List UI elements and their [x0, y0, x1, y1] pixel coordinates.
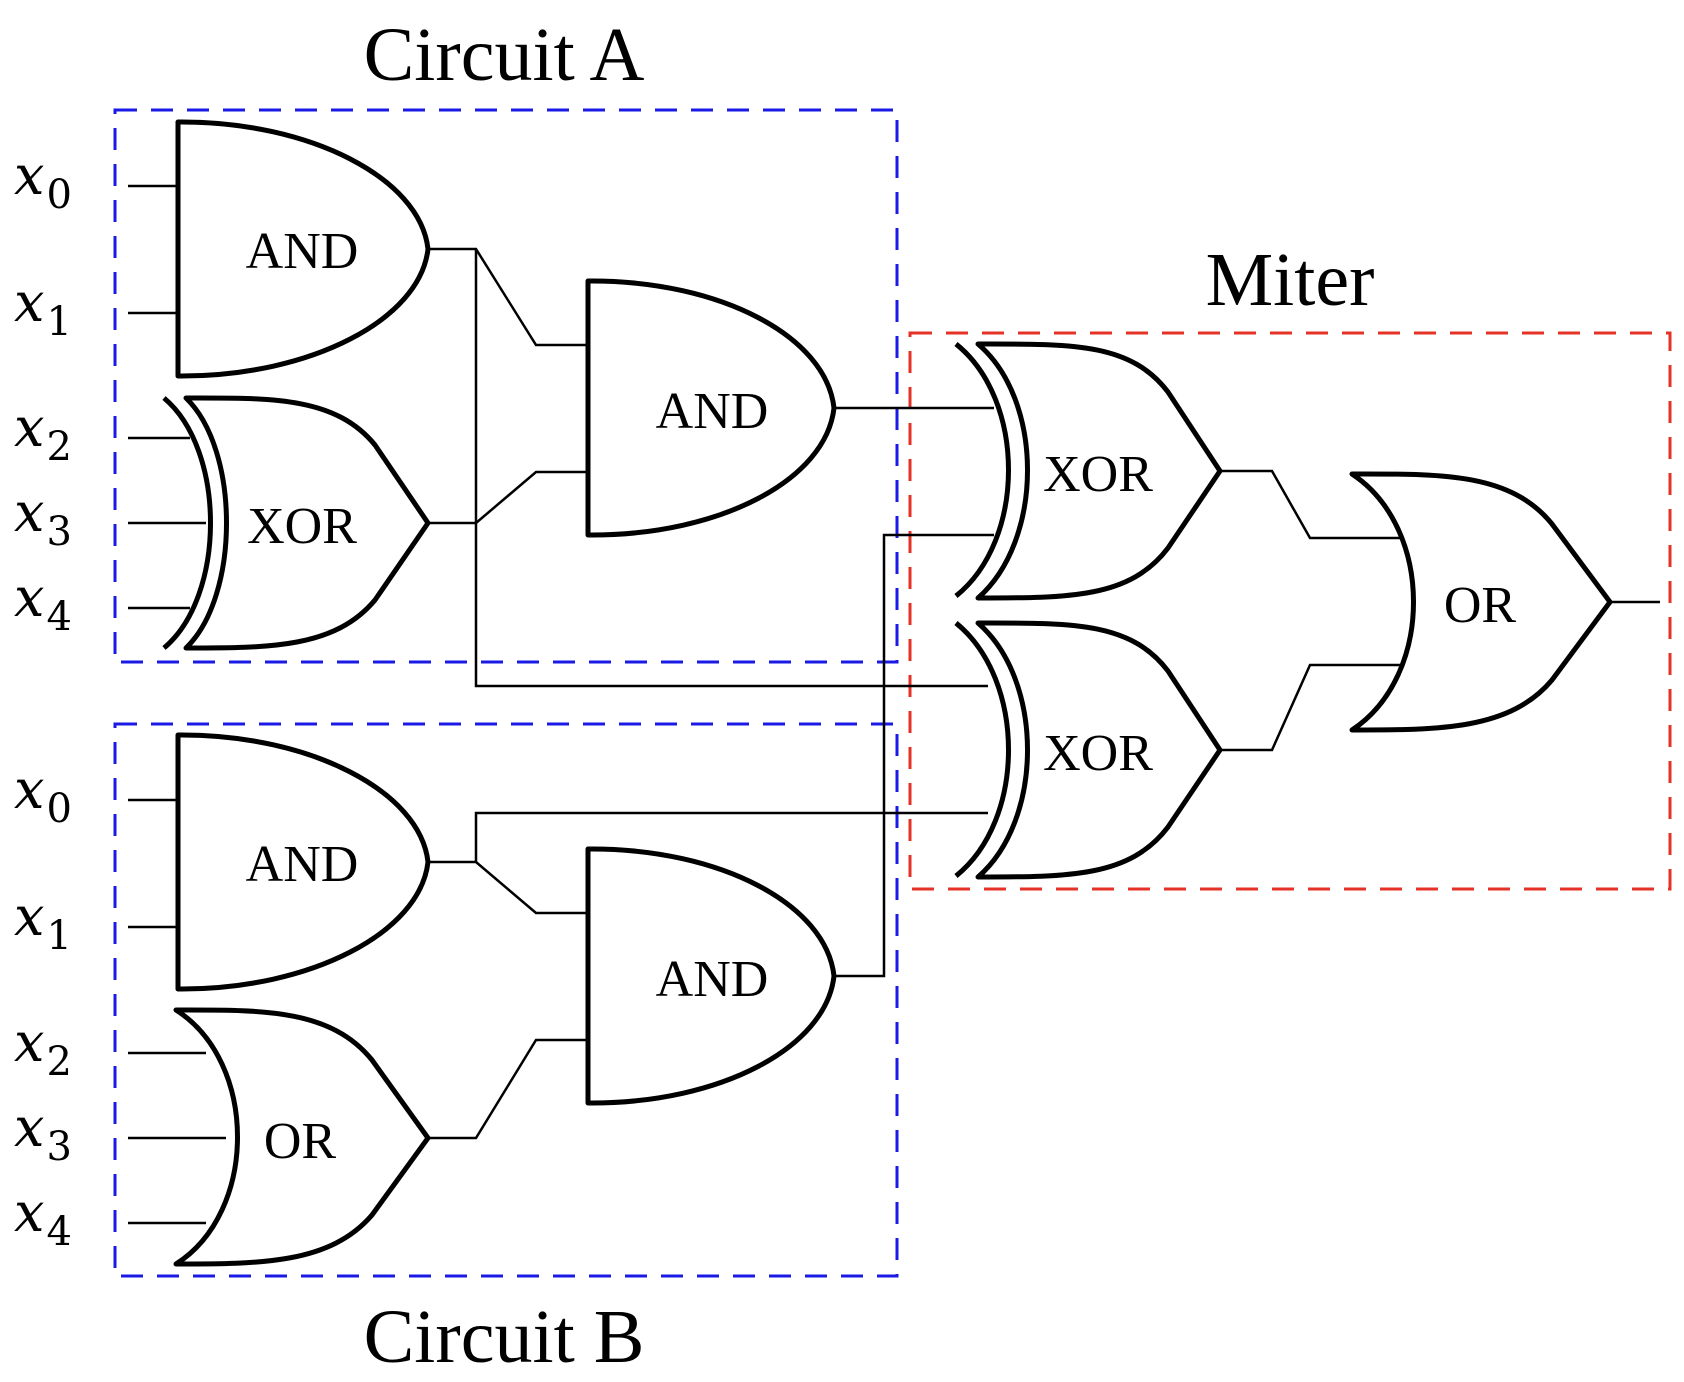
- miter-box: [908, 331, 1672, 891]
- circuit-b-and-gate-2: AND: [585, 846, 837, 1106]
- and-gate-shape: [175, 732, 431, 992]
- gate-label: AND: [656, 951, 769, 1008]
- miter-title: Miter: [1206, 238, 1375, 322]
- circuit-a-xor-gate: XOR: [162, 395, 431, 651]
- circuit-b-and-gate-1: AND: [175, 732, 431, 992]
- gate-label: XOR: [247, 498, 357, 555]
- wire-xor2-to-or: [1220, 663, 1400, 752]
- wire-xor1-to-or: [1220, 469, 1400, 540]
- input-label-b-x0: x0: [14, 758, 72, 832]
- input-label-a-x3: x3: [14, 481, 72, 555]
- circuit-a-title: Circuit A: [364, 13, 645, 97]
- wire-b-and3-to-miter-xor1: [834, 533, 994, 978]
- xor-extra-arc: [162, 396, 213, 650]
- circuit-b-input-labels: x0 x1 x2 x3 x4: [14, 758, 72, 1255]
- gate-label: XOR: [1043, 725, 1153, 782]
- input-label-a-x4: x4: [14, 566, 72, 640]
- wire-b-and1-to-and3: [428, 860, 588, 915]
- circuit-a-and-gate-1: AND: [175, 119, 431, 379]
- xor-gate-shape: [975, 341, 1223, 601]
- input-label-b-x2: x2: [14, 1011, 72, 1085]
- miter-or-gate: OR: [1349, 471, 1613, 733]
- circuit-b-or-gate: OR: [173, 1007, 431, 1267]
- gate-label: OR: [1444, 577, 1517, 634]
- circuit-b-title: Circuit B: [364, 1295, 645, 1379]
- gate-label: XOR: [1043, 446, 1153, 503]
- circuit-a-and-gate-2: AND: [585, 278, 837, 538]
- wire-a-and1-to-and3: [428, 247, 588, 347]
- circuit-b-box: [113, 722, 899, 1278]
- miter-xor-gate-1: XOR: [954, 341, 1223, 601]
- circuit-a-input-labels: x0 x1 x2 x3 x4: [14, 144, 72, 640]
- miter-xor-gate-2: XOR: [954, 620, 1223, 880]
- and-gate-shape: [585, 846, 837, 1106]
- wire-b-and1-to-miter-xor2: [474, 811, 988, 862]
- xor-gate-shape: [975, 620, 1223, 880]
- wire-a-and1-to-miter-xor2: [474, 249, 988, 688]
- wires: [128, 184, 1660, 1225]
- or-gate-shape: [173, 1007, 431, 1267]
- gate-label: AND: [656, 383, 769, 440]
- and-gate-shape: [175, 119, 431, 379]
- input-label-a-x0: x0: [14, 144, 72, 218]
- gate-label: OR: [264, 1113, 337, 1170]
- and-gate-shape: [585, 278, 837, 538]
- wire-a-xor-to-and3: [428, 470, 588, 525]
- gate-label: AND: [246, 836, 359, 893]
- input-label-a-x2: x2: [14, 396, 72, 470]
- xor-gate-shape: [183, 395, 431, 651]
- input-label-b-x3: x3: [14, 1096, 72, 1170]
- or-gate-shape: [1349, 471, 1613, 733]
- xor-extra-arc: [954, 621, 1011, 878]
- wire-b-or-to-and3: [428, 1038, 588, 1140]
- circuit-a-box: [113, 108, 899, 664]
- gate-label: AND: [246, 223, 359, 280]
- input-label-b-x1: x1: [14, 885, 72, 959]
- input-label-a-x1: x1: [14, 271, 72, 345]
- xor-extra-arc: [954, 342, 1011, 598]
- input-label-b-x4: x4: [14, 1181, 72, 1255]
